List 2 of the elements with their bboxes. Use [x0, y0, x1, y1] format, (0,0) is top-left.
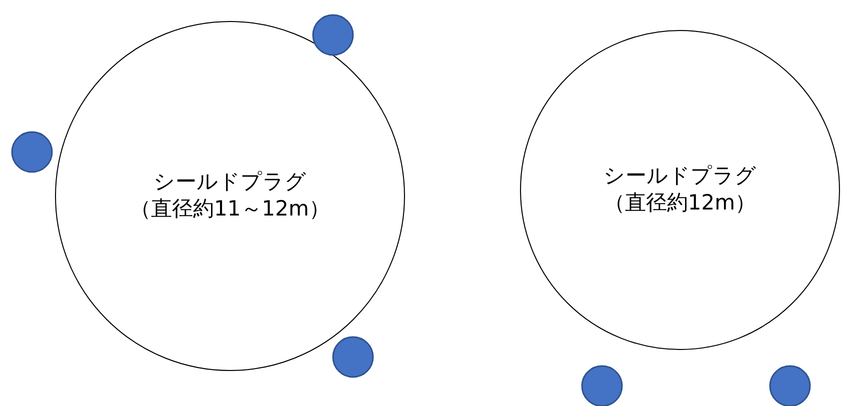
plug-label: シールドプラグ（直径約12m）: [602, 162, 758, 217]
plug-label: シールドプラグ（直径約11～12m）: [130, 168, 330, 223]
